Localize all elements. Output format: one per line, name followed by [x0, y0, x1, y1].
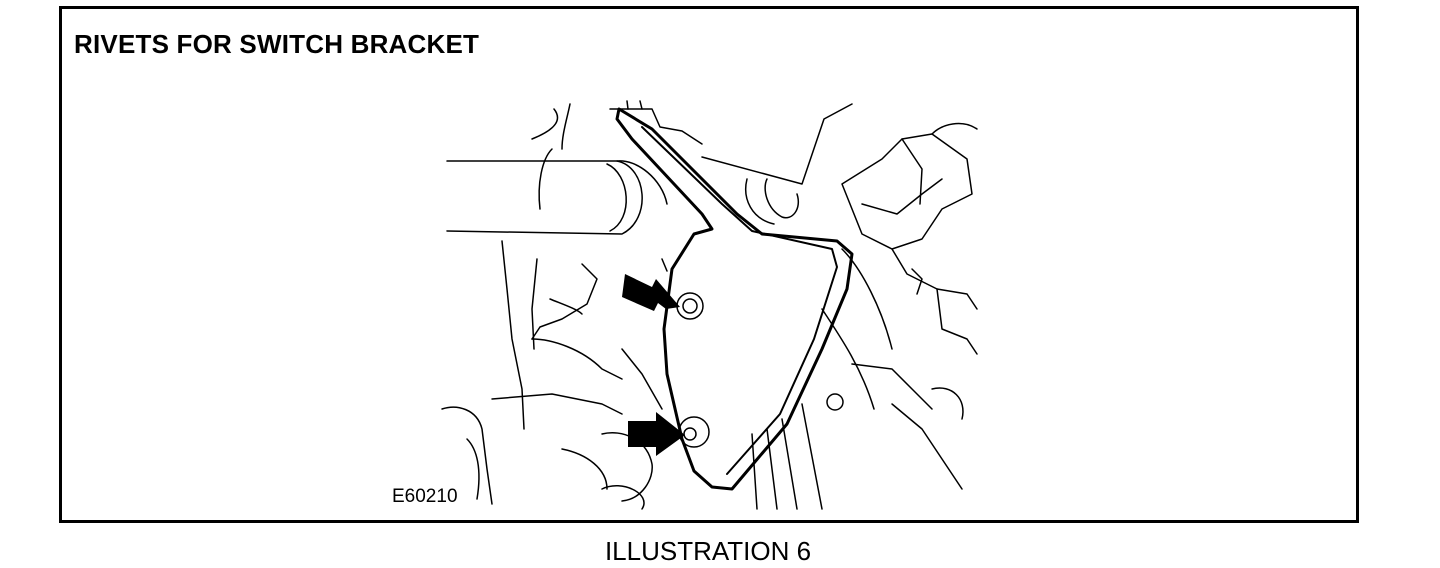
- figure-reference-code: E60210: [392, 486, 458, 507]
- figure-title: RIVETS FOR SWITCH BRACKET: [74, 29, 480, 59]
- upper-rivet-arrow: [622, 274, 680, 311]
- lower-rivet: [678, 416, 710, 448]
- connector-housing: [841, 133, 973, 250]
- lower-rivet-arrow: [628, 412, 685, 456]
- upper-rivet: [676, 292, 704, 320]
- switch-bracket-line-drawing: [441, 100, 978, 510]
- illustration-frame: RIVETS FOR SWITCH BRACKET: [59, 6, 1359, 523]
- steering-column-tube: [446, 160, 643, 235]
- illustration-caption: ILLUSTRATION 6: [604, 536, 812, 566]
- switch-bracket: [615, 107, 854, 491]
